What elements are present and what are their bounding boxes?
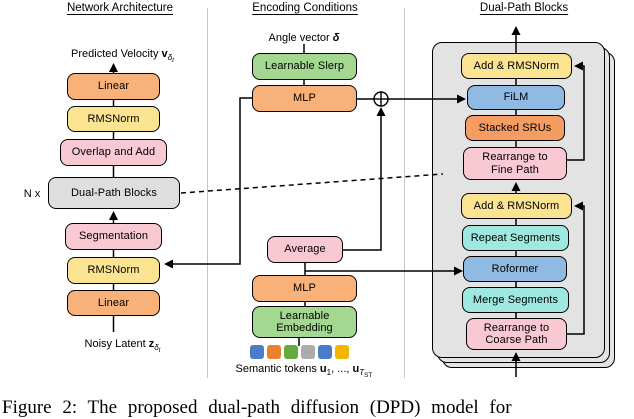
box-segmentation: Segmentation xyxy=(65,223,162,250)
semantic-token-swatch xyxy=(250,345,264,359)
box-learnable-embedding: Learnable Embedding xyxy=(252,306,357,338)
semantic-token-swatch xyxy=(267,345,281,359)
heading-dual-path-blocks: Dual-Path Blocks xyxy=(479,2,569,14)
box-dual-path-blocks: Dual-Path Blocks xyxy=(48,177,180,209)
figure-caption: Figure 2: The proposed dual-path diffusi… xyxy=(2,397,512,418)
box-overlap-add: Overlap and Add xyxy=(60,139,167,166)
semantic-token-swatch xyxy=(284,345,298,359)
box-mlp-semantic: MLP xyxy=(252,275,357,302)
semantic-token-swatch xyxy=(301,345,315,359)
figure-page: { "palette": { "orange": "#F8B178", "ora… xyxy=(2,2,615,418)
n-times-label: N x xyxy=(23,188,41,200)
predicted-velocity-label: Predicted Velocity vδt xyxy=(71,47,174,64)
box-film: FiLM xyxy=(467,85,565,110)
panel-divider-right xyxy=(404,8,405,378)
box-linear-top: Linear xyxy=(67,73,160,100)
plus-circle-icon xyxy=(373,91,389,107)
box-repeat-segments: Repeat Segments xyxy=(462,225,569,251)
box-add-rmsnorm-coarse: Add & RMSNorm xyxy=(461,193,572,219)
heading-encoding-conditions: Encoding Conditions xyxy=(252,2,358,14)
box-learnable-slerp: Learnable Slerp xyxy=(252,53,357,80)
box-merge-segments: Merge Segments xyxy=(462,287,569,313)
box-average: Average xyxy=(267,236,343,263)
box-linear-bottom: Linear xyxy=(67,290,160,316)
semantic-token-swatch xyxy=(318,345,332,359)
angle-vector-label: Angle vector δ xyxy=(268,32,340,44)
panel-divider-left xyxy=(207,8,208,378)
box-rmsnorm-top: RMSNorm xyxy=(67,106,160,132)
semantic-token-swatch xyxy=(335,345,349,359)
box-stacked-srus: Stacked SRUs xyxy=(465,115,565,141)
heading-network-architecture: Network Architecture xyxy=(66,2,174,14)
box-rearrange-coarse-path: Rearrange to Coarse Path xyxy=(466,318,567,350)
box-rearrange-fine-path: Rearrange to Fine Path xyxy=(463,147,567,180)
semantic-tokens-label: Semantic tokens u1, ..., uTST xyxy=(235,362,373,379)
box-roformer: Roformer xyxy=(463,256,567,282)
box-mlp-time: MLP xyxy=(252,85,357,112)
box-add-rmsnorm-fine: Add & RMSNorm xyxy=(461,53,572,79)
noisy-latent-label: Noisy Latent zδt xyxy=(84,337,161,354)
box-rmsnorm-bottom: RMSNorm xyxy=(67,257,160,284)
wire-average-to-plus xyxy=(343,107,386,251)
